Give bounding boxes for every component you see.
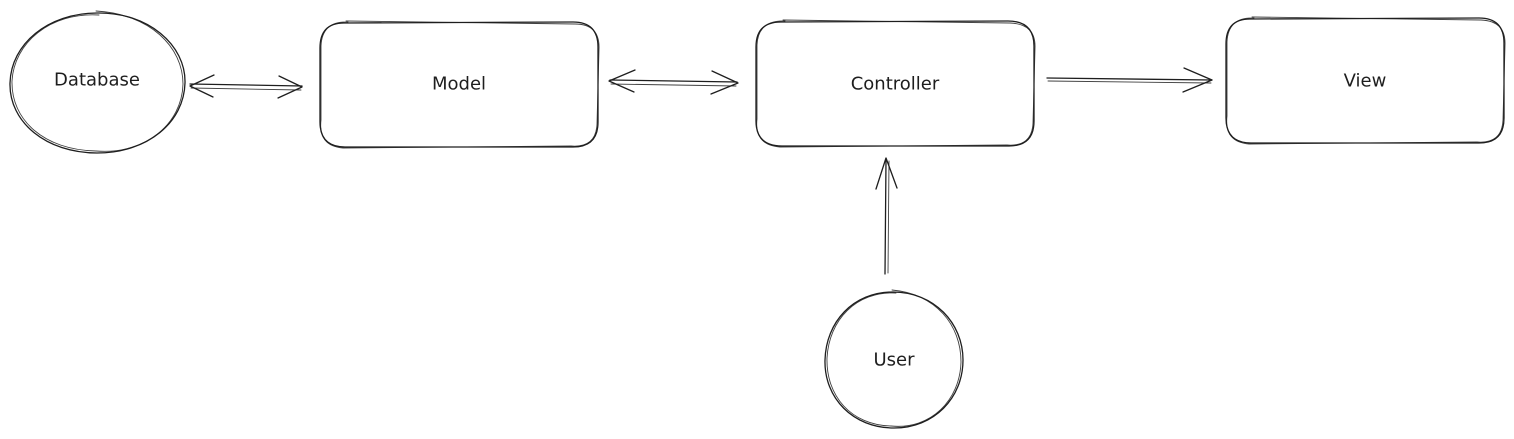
user-shape-sketch [826, 289, 962, 427]
view-node[interactable]: View [1225, 16, 1506, 145]
edge-model-controller-line-sketch [610, 83, 737, 87]
model-shape [319, 21, 599, 148]
edge-controller-view-head [1182, 67, 1213, 93]
edge-database-model-head-end [277, 75, 303, 99]
database-label: Database [54, 70, 140, 91]
view-shape-sketch [1226, 16, 1506, 145]
edge-model-controller-head-end [710, 70, 739, 95]
database-node[interactable]: Database [9, 10, 186, 154]
database-shape [9, 12, 186, 154]
edge-database-model-line-sketch [190, 87, 302, 91]
model-label: Model [432, 74, 486, 95]
edge-controller-view-line [1046, 77, 1213, 81]
edge-database-model-head-start [189, 74, 215, 98]
edge-user-controller [875, 157, 898, 275]
edge-model-controller-line [609, 79, 738, 83]
controller-label: Controller [851, 74, 940, 95]
database-shape-sketch [11, 10, 184, 152]
controller-shape-sketch [756, 19, 1036, 148]
edge-user-controller-head [875, 157, 898, 190]
edge-database-model-line [189, 83, 303, 87]
edge-controller-view [1046, 67, 1213, 93]
model-node[interactable]: Model [319, 20, 600, 149]
controller-node[interactable]: Controller [755, 19, 1036, 148]
edge-model-controller [608, 69, 739, 95]
edge-user-controller-line-sketch [887, 160, 890, 274]
view-label: View [1344, 71, 1387, 92]
model-shape-sketch [320, 20, 600, 149]
edge-controller-view-line-sketch [1047, 80, 1212, 84]
edge-database-model [189, 74, 303, 99]
user-shape [824, 291, 964, 429]
user-node[interactable]: User [824, 289, 964, 429]
user-label: User [873, 350, 915, 371]
edge-model-controller-head-start [608, 69, 636, 93]
edge-user-controller-line [884, 159, 887, 275]
